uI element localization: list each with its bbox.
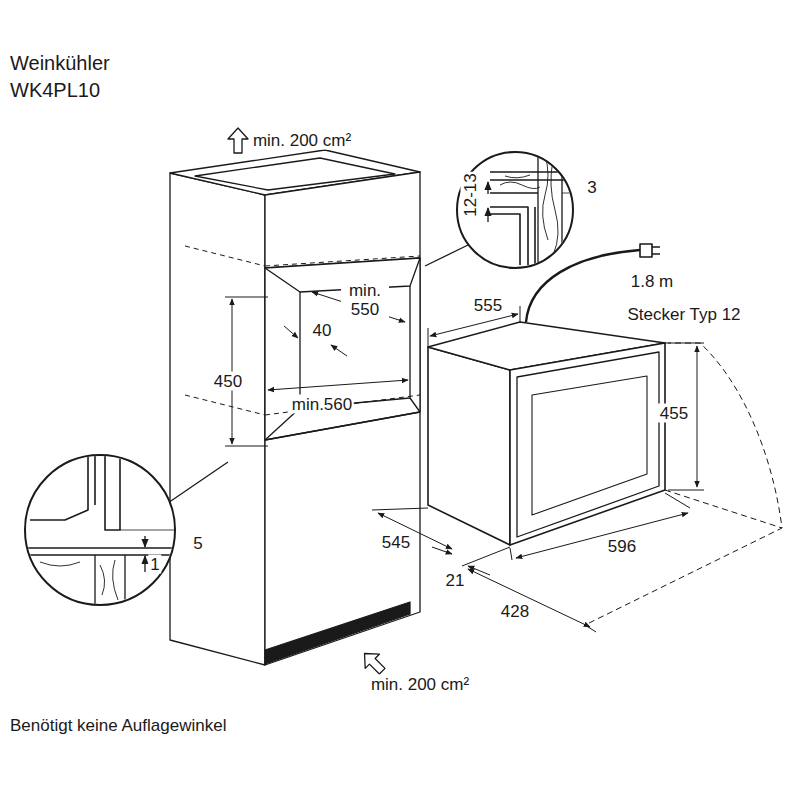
dim-arrow [575,194,576,206]
extension-line [428,328,429,347]
dimension-label: 450 [212,372,244,391]
shelf-edge [25,547,190,548]
plinth [265,602,410,664]
dimension-label: 455 [658,404,690,423]
extension-line [585,625,596,632]
dimension-label: 596 [606,537,638,556]
dimension-label: Stecker Typ 12 [625,305,742,324]
drawing-part [25,128,782,678]
title: Weinkühler WK4PL10 [10,50,140,104]
dimension-label: 5 [191,534,204,553]
power-cord [526,250,640,322]
lower-door-edge [265,412,420,440]
worktop-edge [490,171,575,172]
dim-arrow [487,208,488,222]
detail-leader [165,462,228,505]
drawing-part [488,150,580,265]
extension-line [668,343,704,344]
extension-line [462,547,510,566]
dimension-label: 1 [148,555,161,574]
wood-grain [500,175,540,189]
dimension-label: min. 550 [341,281,389,319]
dimension-label: 545 [380,533,412,552]
dim-line [516,513,688,558]
wood-grain [40,560,118,600]
extension-line [372,508,428,510]
airflow-arrow [228,128,248,153]
extension-line [225,446,268,447]
hidden-line [185,395,265,415]
door-profile [105,455,120,530]
cabinet-front [265,172,420,665]
extension-line [562,193,580,194]
drawing-part [585,343,782,625]
dimension-label: 555 [472,296,504,315]
niche-inner-floor [410,398,420,412]
cabinet-side [170,173,265,665]
cabinet-wall [561,150,562,265]
dimension-label: 12-13 [461,171,480,218]
detail-circle [457,152,573,268]
niche [265,258,420,440]
drawing-part [25,455,192,610]
door-swing [665,490,782,528]
extension-line [120,530,192,531]
appliance-frame [534,207,536,265]
dim-arrow [487,182,488,194]
dimension-label: 21 [444,571,467,590]
door-profile [30,455,88,520]
dim-arrow [144,556,145,572]
appliance-frame [490,214,520,265]
plug-symbol [640,244,660,257]
hidden-line [265,256,420,266]
extension-line [665,493,690,508]
extension-line [225,297,268,298]
wood-block [124,555,125,610]
drawing-part [372,306,704,632]
hidden-line [185,246,265,266]
appliance-frame [490,207,528,265]
appliance-front [510,343,665,545]
extension-line [668,490,704,491]
shelf-edge [25,554,190,555]
extension-line [520,306,521,322]
dim-line [430,314,518,336]
drawing-part [185,246,420,415]
door-swing [585,343,782,625]
door-frame [517,352,659,537]
dim-arrow [331,345,347,356]
dimension-label: min. 200 cm² [251,131,353,150]
dimension-label: 1.8 m [629,272,676,291]
appliance-side [428,347,510,545]
dim-arrow [184,549,185,568]
dim-arrow [184,510,185,529]
dimension-label: 428 [499,602,531,621]
wood-block [94,555,95,610]
door-profile [94,455,96,505]
dim-line [468,569,590,627]
hidden-line [265,395,420,415]
extension-line [510,548,512,560]
caption: Benötigt keine Auflagewinkel [10,715,226,737]
dim-arrow [432,547,452,554]
dim-arrow [284,326,298,338]
dimension-label: 3 [585,178,598,197]
dimension-label: min.560 [290,395,354,414]
dim-arrow [575,168,576,180]
airflow-arrow [357,646,389,678]
wood-grain [543,155,558,255]
dim-arrow [144,536,145,547]
dimension-label: min. 200 cm² [369,675,471,694]
worktop-edge [490,192,538,193]
detail-leader [425,245,468,266]
dim-line [697,346,698,487]
cabinet-wall [537,150,538,265]
extension-line [562,180,580,181]
door-window [532,376,647,515]
dim-line [268,380,408,390]
dimension-label: 40 [311,321,334,340]
